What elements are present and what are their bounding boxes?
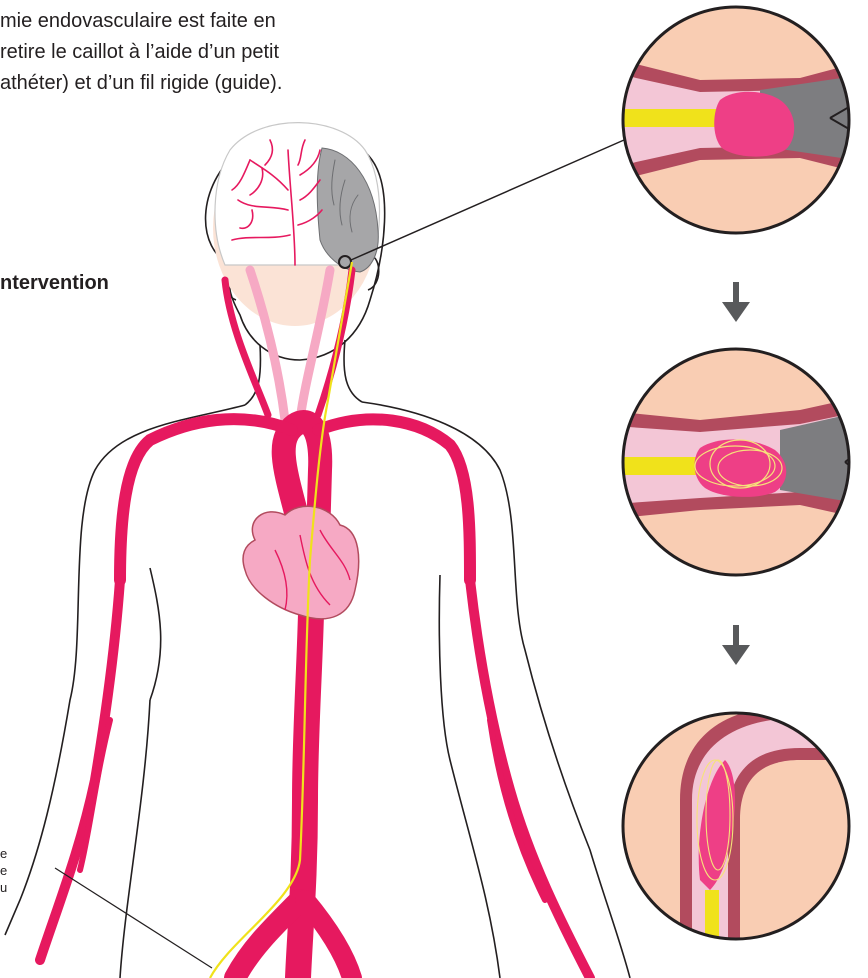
- zoom-circle-stent: [600, 349, 868, 575]
- heart: [243, 506, 359, 619]
- callout-line-groin: [55, 868, 212, 968]
- brain: [213, 123, 380, 326]
- zoom-circle-clot: [600, 7, 868, 233]
- arrow-down-icon: [722, 625, 750, 665]
- arrow-down-icon: [722, 282, 750, 322]
- zoom-circle-retrieval: [623, 705, 868, 978]
- callout-line-brain: [351, 140, 624, 260]
